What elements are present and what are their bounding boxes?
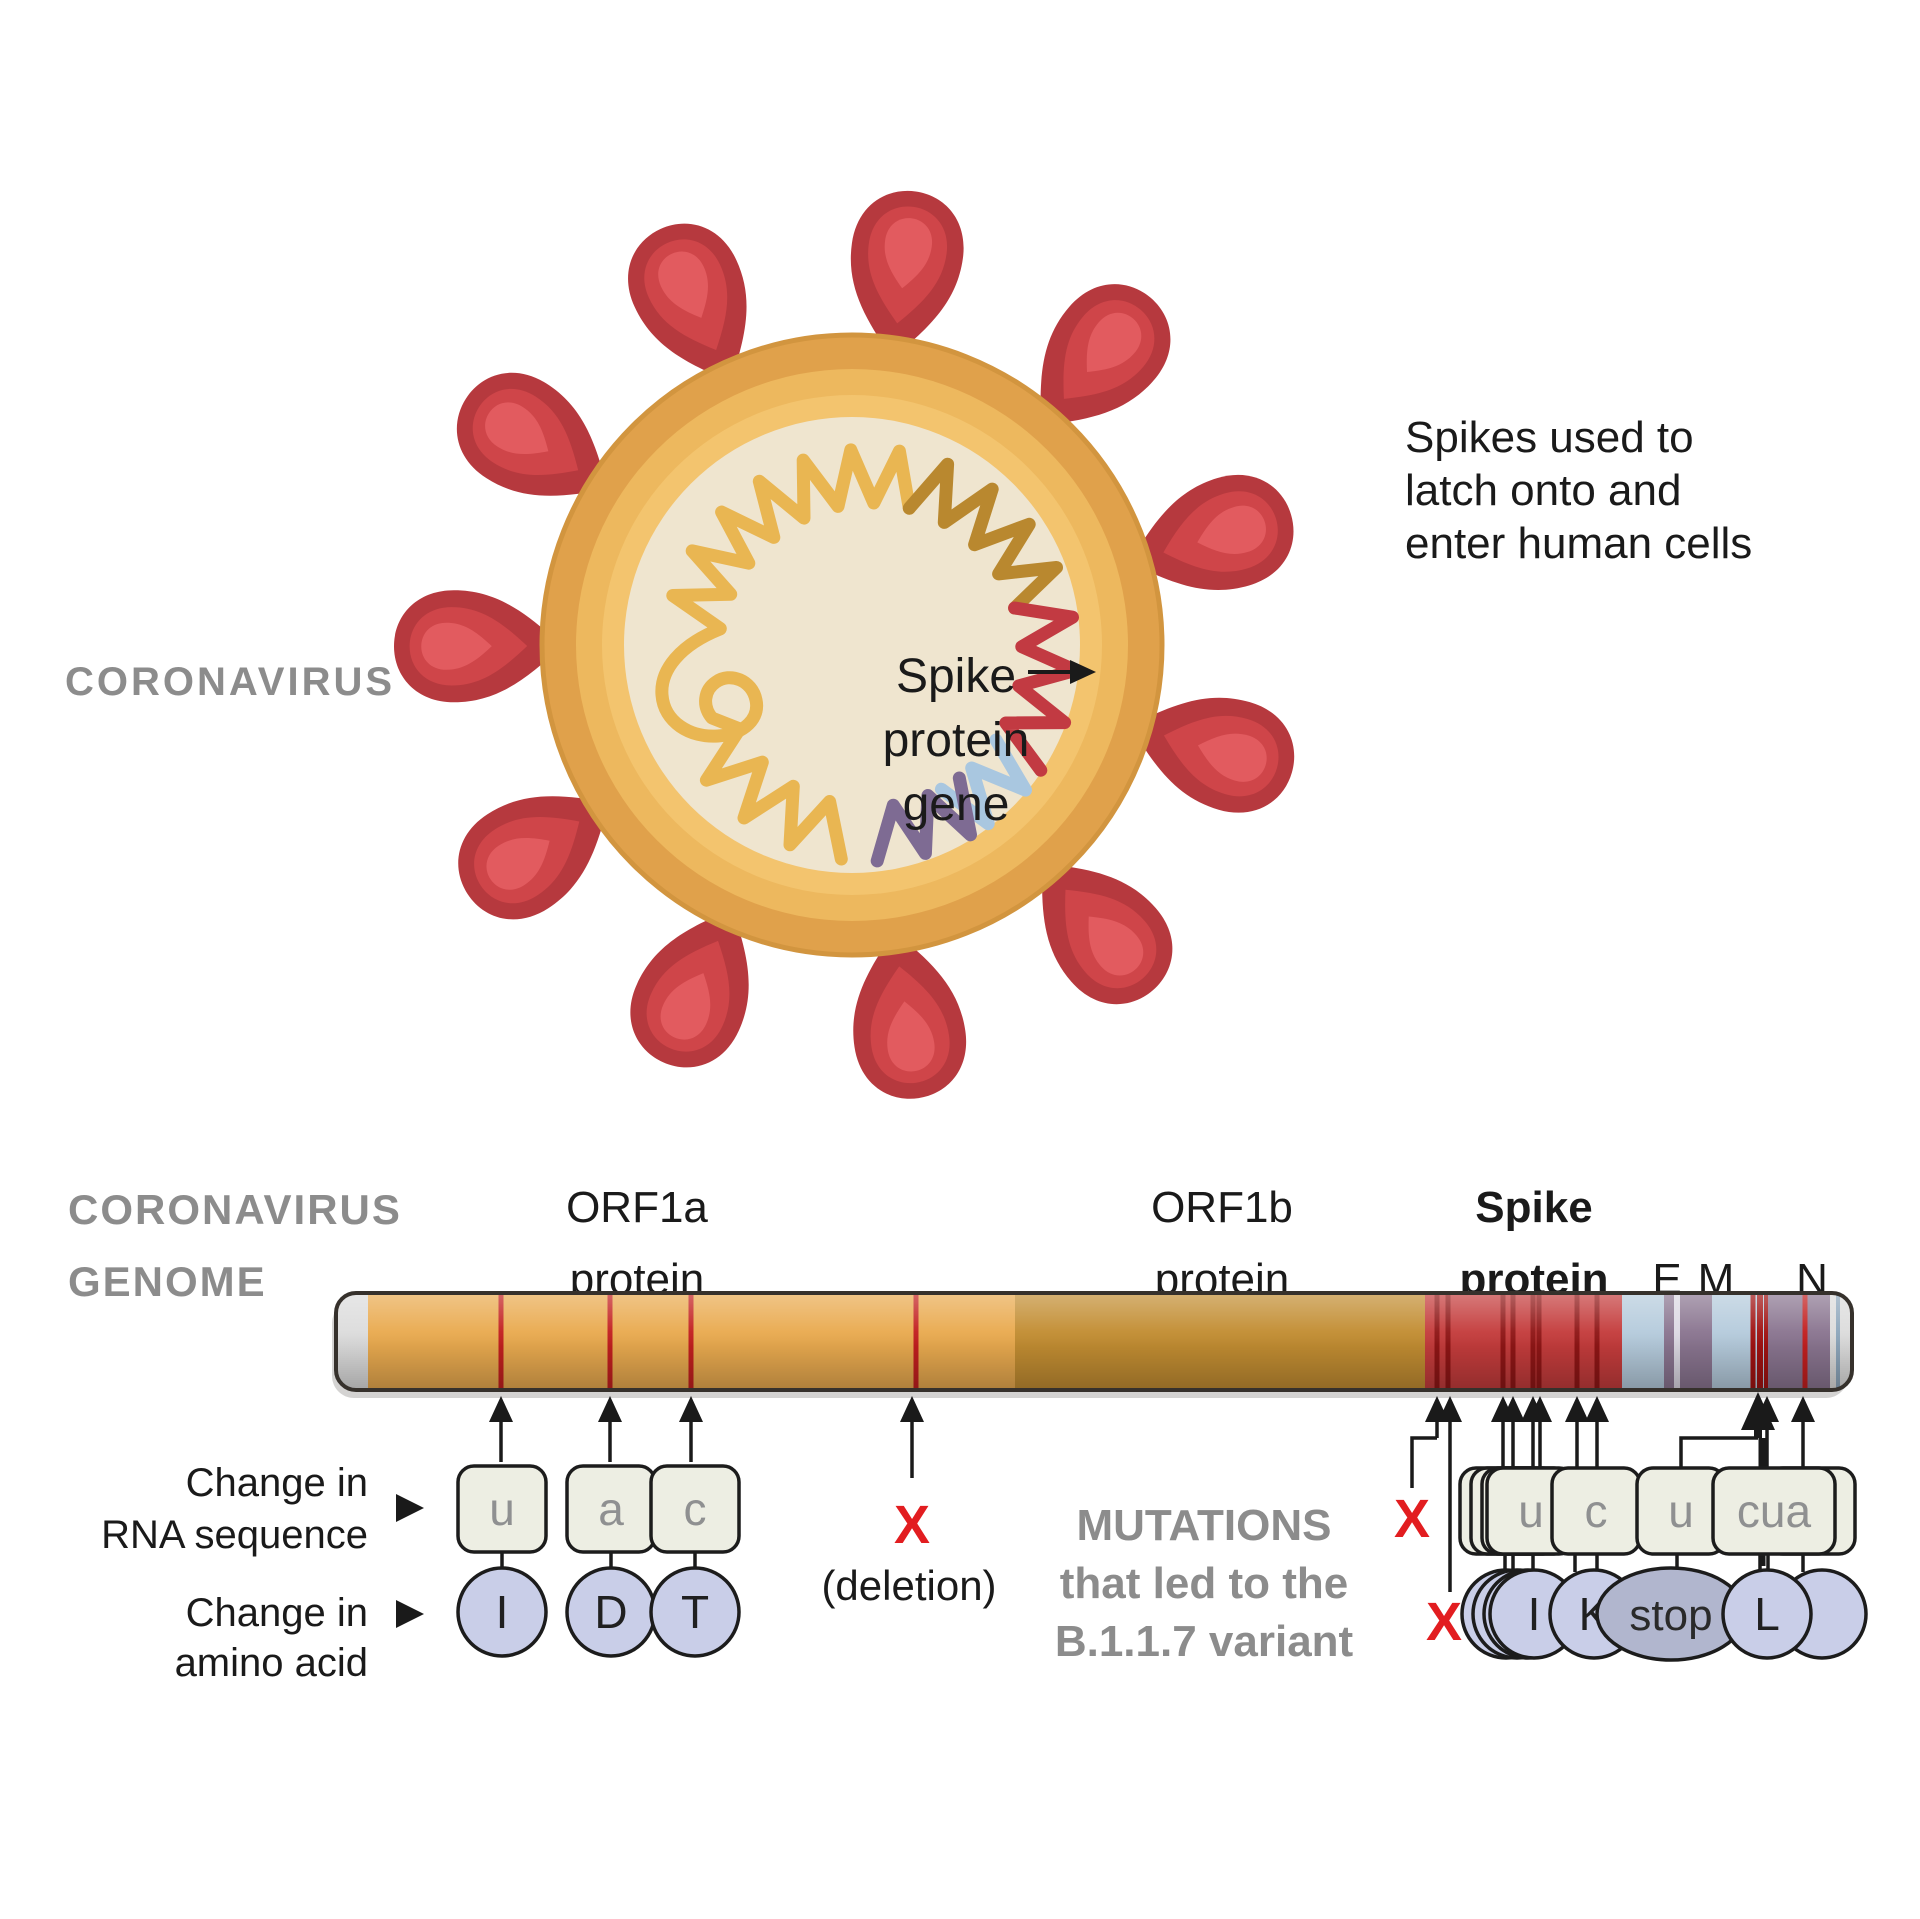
rna-box-left — [456, 1464, 548, 1554]
aa-circle-left — [456, 1566, 548, 1658]
virus-spikes — [394, 190, 1295, 1099]
rna-letter: u — [1518, 1485, 1544, 1537]
up-arrowhead-icon — [1528, 1396, 1552, 1422]
rna-row-label-line1: Change in — [186, 1461, 368, 1505]
spike-head-inner — [660, 973, 711, 1040]
mutations-note-line1: MUTATIONS — [1077, 1501, 1332, 1550]
virus-spike — [1028, 284, 1171, 437]
rna-segment-n-purple — [870, 771, 977, 868]
bar-segments — [336, 1293, 1852, 1390]
spike-head-inner — [1088, 916, 1144, 976]
rna-row-label: Change in RNA sequence — [101, 1461, 424, 1557]
rna-letter: u — [489, 1483, 515, 1535]
deletion-label: (deletion) — [821, 1562, 996, 1609]
spike-head-inner — [486, 838, 550, 890]
up-arrowhead-icon — [900, 1396, 924, 1422]
spike-head-inner — [1197, 505, 1266, 554]
triangle-marker-icon — [396, 1494, 424, 1522]
genome-label-line2: GENOME — [68, 1258, 267, 1305]
rna-box-left — [649, 1464, 741, 1554]
virus-body — [539, 332, 1165, 958]
spike-head-inner — [421, 622, 492, 670]
mutations-note: MUTATIONS that led to the B.1.1.7 varian… — [1055, 1501, 1354, 1666]
rna-segment-orf1b-dark-gold — [902, 457, 1063, 615]
virus-spike — [394, 590, 570, 703]
rna-segment-tail-gold — [699, 724, 848, 866]
spike-gene-label-line1: Spike — [896, 650, 1016, 703]
spike-gene-label-line2: protein — [883, 714, 1030, 767]
spikes-note-line3: enter human cells — [1405, 519, 1752, 568]
aa-letter: stop — [1629, 1591, 1712, 1640]
spike-head-inner — [884, 218, 933, 289]
up-arrowhead-icon — [1791, 1396, 1815, 1422]
aa-circle-right — [1721, 1568, 1813, 1660]
rna-segment-orf1a-gold — [666, 443, 916, 636]
spike-deletion-x-rna: X — [1394, 1489, 1430, 1549]
spike-head-inner — [1197, 733, 1267, 782]
rna-letter: a — [598, 1483, 624, 1535]
spike-head-inner — [887, 1001, 935, 1072]
rna-segment-spike-gene-red — [999, 601, 1082, 777]
spike-gene-annotation: Spike protein gene — [883, 650, 1096, 831]
aa-letter: I — [1528, 1588, 1541, 1640]
rna-row-label-line2: RNA sequence — [101, 1513, 368, 1557]
aa-letter: D — [594, 1586, 627, 1638]
triangle-marker-icon — [396, 1600, 424, 1628]
virus-spike — [630, 899, 749, 1068]
genome-label-line1: CORONAVIRUS — [68, 1186, 402, 1233]
aa-circle-left — [649, 1566, 741, 1658]
spike-gene-arrow-icon — [1070, 660, 1096, 684]
aa-letter: T — [681, 1586, 709, 1638]
mutations-note-line2: that led to the — [1060, 1559, 1348, 1608]
virus-spike — [850, 190, 964, 366]
rna-letter: c — [684, 1483, 707, 1535]
up-arrowhead-icon — [1501, 1396, 1525, 1422]
thick-up-arrowhead-icon — [1741, 1392, 1775, 1430]
genome-bar — [332, 1291, 1854, 1398]
spike-head-inner — [485, 402, 549, 454]
aa-row-label: Change in amino acid — [175, 1591, 424, 1685]
region-label: Spike — [1475, 1183, 1592, 1232]
up-arrowhead-icon — [1585, 1396, 1609, 1422]
spike-head-inner — [658, 251, 708, 318]
up-arrowhead-icon — [679, 1396, 703, 1422]
aa-letter: I — [496, 1586, 509, 1638]
elbow-connector — [1679, 1436, 1758, 1468]
bar-outline — [334, 1291, 1854, 1392]
mutations-note-line3: B.1.1.7 variant — [1055, 1617, 1354, 1666]
rna-strand — [655, 443, 1082, 868]
spike-deletion-x-aa: X — [1426, 1592, 1462, 1652]
genome-section-label: CORONAVIRUS GENOME — [68, 1186, 402, 1305]
deletion-x-mark: X — [894, 1495, 930, 1555]
aa-row-label-line1: Change in — [186, 1591, 368, 1635]
up-arrowhead-icon — [489, 1396, 513, 1422]
aa-row-label-line2: amino acid — [175, 1641, 368, 1685]
up-arrowhead-icon — [1565, 1396, 1589, 1422]
spike-gene-label-line3: gene — [903, 778, 1010, 831]
region-label: ORF1a — [566, 1183, 708, 1232]
spikes-note-line2: latch onto and — [1405, 466, 1681, 515]
aa-letter: L — [1754, 1588, 1780, 1640]
spikes-note-line1: Spikes used to — [1405, 413, 1694, 462]
rna-letter: cua — [1737, 1485, 1812, 1537]
spikes-note: Spikes used to latch onto and enter huma… — [1405, 413, 1752, 568]
virus-spike — [853, 924, 967, 1099]
up-arrowhead-icon — [1438, 1396, 1462, 1422]
spike-head-inner — [1086, 312, 1142, 373]
region-label: ORF1b — [1151, 1183, 1293, 1232]
bar-shading — [336, 1293, 1852, 1390]
rna-letter: c — [1585, 1485, 1608, 1537]
elbow-connector — [1410, 1436, 1437, 1488]
deletion-callout: X (deletion) — [821, 1495, 996, 1609]
coronavirus-label: CORONAVIRUS — [65, 660, 395, 704]
up-arrowhead-icon — [598, 1396, 622, 1422]
rna-box-right — [1711, 1466, 1837, 1556]
rna-letter: u — [1668, 1485, 1694, 1537]
